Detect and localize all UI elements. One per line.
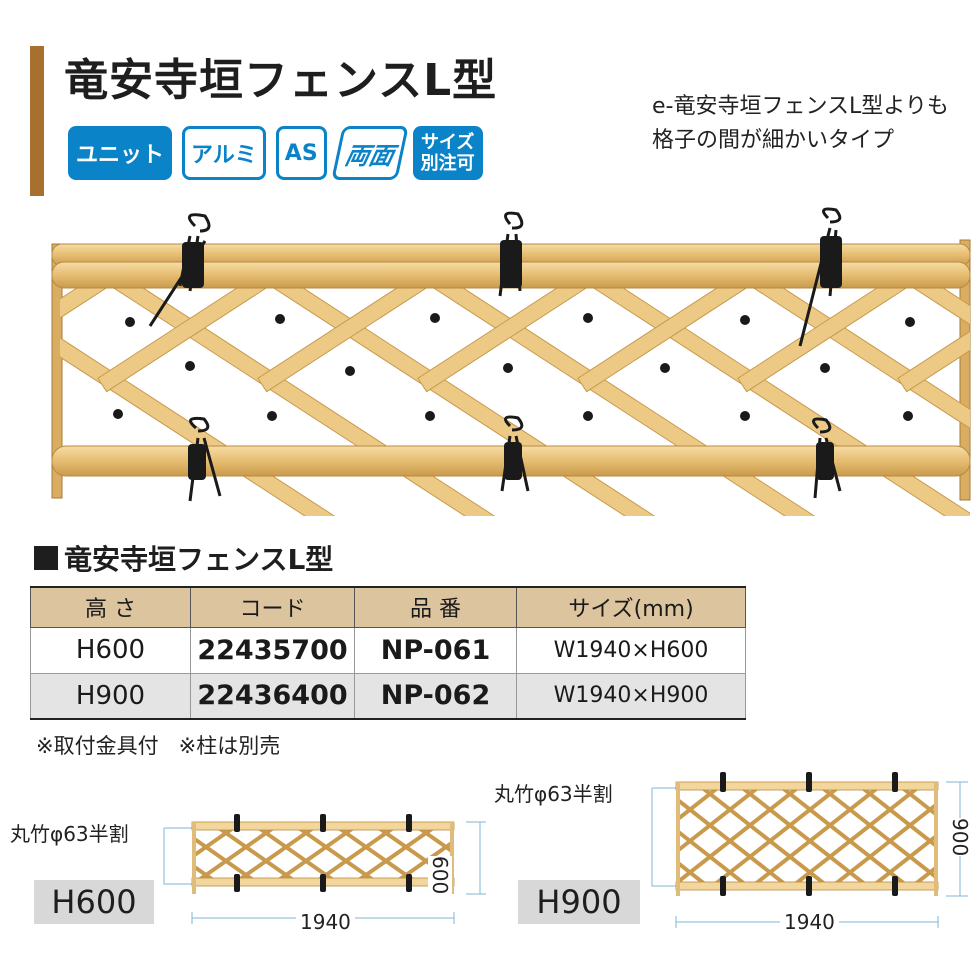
h600-height-dim: 600: [428, 856, 452, 895]
section-square-marker: [34, 546, 58, 570]
badge-custom-size-line2: 別注可: [420, 153, 475, 174]
header-height: 高 さ: [30, 586, 191, 628]
spec-table: 高 さ コード 品 番 サイズ(mm) H600 22435700 NP-061…: [30, 586, 746, 720]
h600-model-label: H600: [34, 880, 154, 924]
badge-alumi: アルミ: [182, 126, 266, 180]
header-part: 品 番: [354, 586, 517, 628]
table-row: H900 22436400 NP-062 W1940×H900: [30, 672, 746, 720]
h600-fence-diagram: [163, 814, 486, 924]
cell-height: H600: [30, 626, 191, 674]
feature-badges: ユニット アルミ AS 両面 サイズ 別注可: [68, 126, 483, 180]
cell-part: NP-061: [354, 626, 517, 674]
h900-bamboo-label: 丸竹φ63半割: [494, 782, 613, 806]
badge-custom-size: サイズ 別注可: [412, 126, 483, 180]
cell-height: H900: [30, 672, 191, 720]
page-title: 竜安寺垣フェンスL型: [64, 55, 498, 106]
fence-product-image: [51, 207, 971, 516]
h600-width-dim: 1940: [296, 910, 355, 934]
product-description: e-竜安寺垣フェンスL型よりも格子の間が細かいタイプ: [652, 94, 949, 153]
header-size: サイズ(mm): [516, 586, 746, 628]
cell-size: W1940×H900: [516, 672, 746, 720]
badge-unit: ユニット: [68, 126, 173, 180]
note-post: ※柱は別売: [178, 734, 281, 758]
header-code: コード: [190, 586, 355, 628]
note-fittings: ※取付金具付: [36, 734, 159, 758]
cell-code: 22436400: [190, 672, 355, 720]
cell-size: W1940×H600: [516, 626, 746, 674]
badge-custom-size-line1: サイズ: [420, 132, 475, 153]
title-accent-bar: [30, 46, 44, 196]
cell-part: NP-062: [354, 672, 517, 720]
h900-height-dim: 900: [948, 818, 972, 857]
spec-notes: ※取付金具付 ※柱は別売: [36, 730, 280, 760]
h900-model-label: H900: [518, 880, 640, 924]
cell-code: 22435700: [190, 626, 355, 674]
spec-section-title: 竜安寺垣フェンスL型: [34, 538, 333, 578]
spec-section-title-text: 竜安寺垣フェンスL型: [64, 543, 334, 576]
h900-width-dim: 1940: [780, 910, 839, 934]
h600-bamboo-label: 丸竹φ63半割: [10, 822, 129, 846]
badge-ryomen: 両面: [330, 126, 409, 180]
badge-as: AS: [275, 126, 327, 180]
table-row: H600 22435700 NP-061 W1940×H600: [30, 626, 746, 674]
h900-fence-diagram: [651, 772, 968, 928]
